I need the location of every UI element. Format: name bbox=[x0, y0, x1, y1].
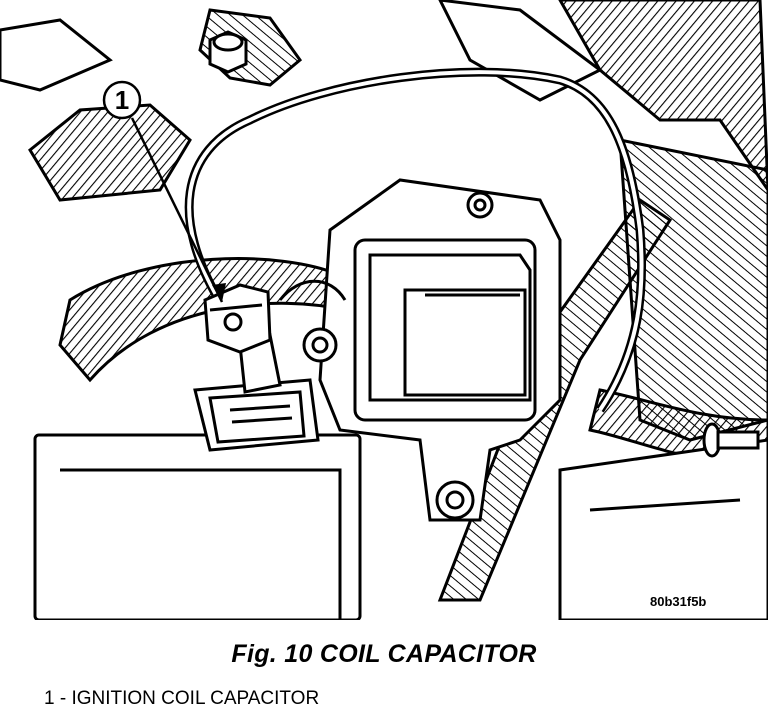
callout-1: 1 bbox=[102, 80, 226, 303]
legend-item: 1 - IGNITION COIL CAPACITOR bbox=[44, 688, 320, 709]
lower-housing bbox=[33, 433, 768, 620]
harness-connector bbox=[193, 333, 320, 452]
mounting-plate bbox=[278, 178, 562, 522]
coil-capacitor-illustration: 1 bbox=[0, 0, 768, 620]
svg-text:1: 1 bbox=[115, 85, 129, 115]
mounting-bolt bbox=[198, 8, 303, 87]
figure-code: 80b31f5b bbox=[650, 594, 707, 609]
figure-caption: Fig. 10 COIL CAPACITOR bbox=[231, 640, 537, 668]
right-bolt bbox=[702, 422, 760, 458]
